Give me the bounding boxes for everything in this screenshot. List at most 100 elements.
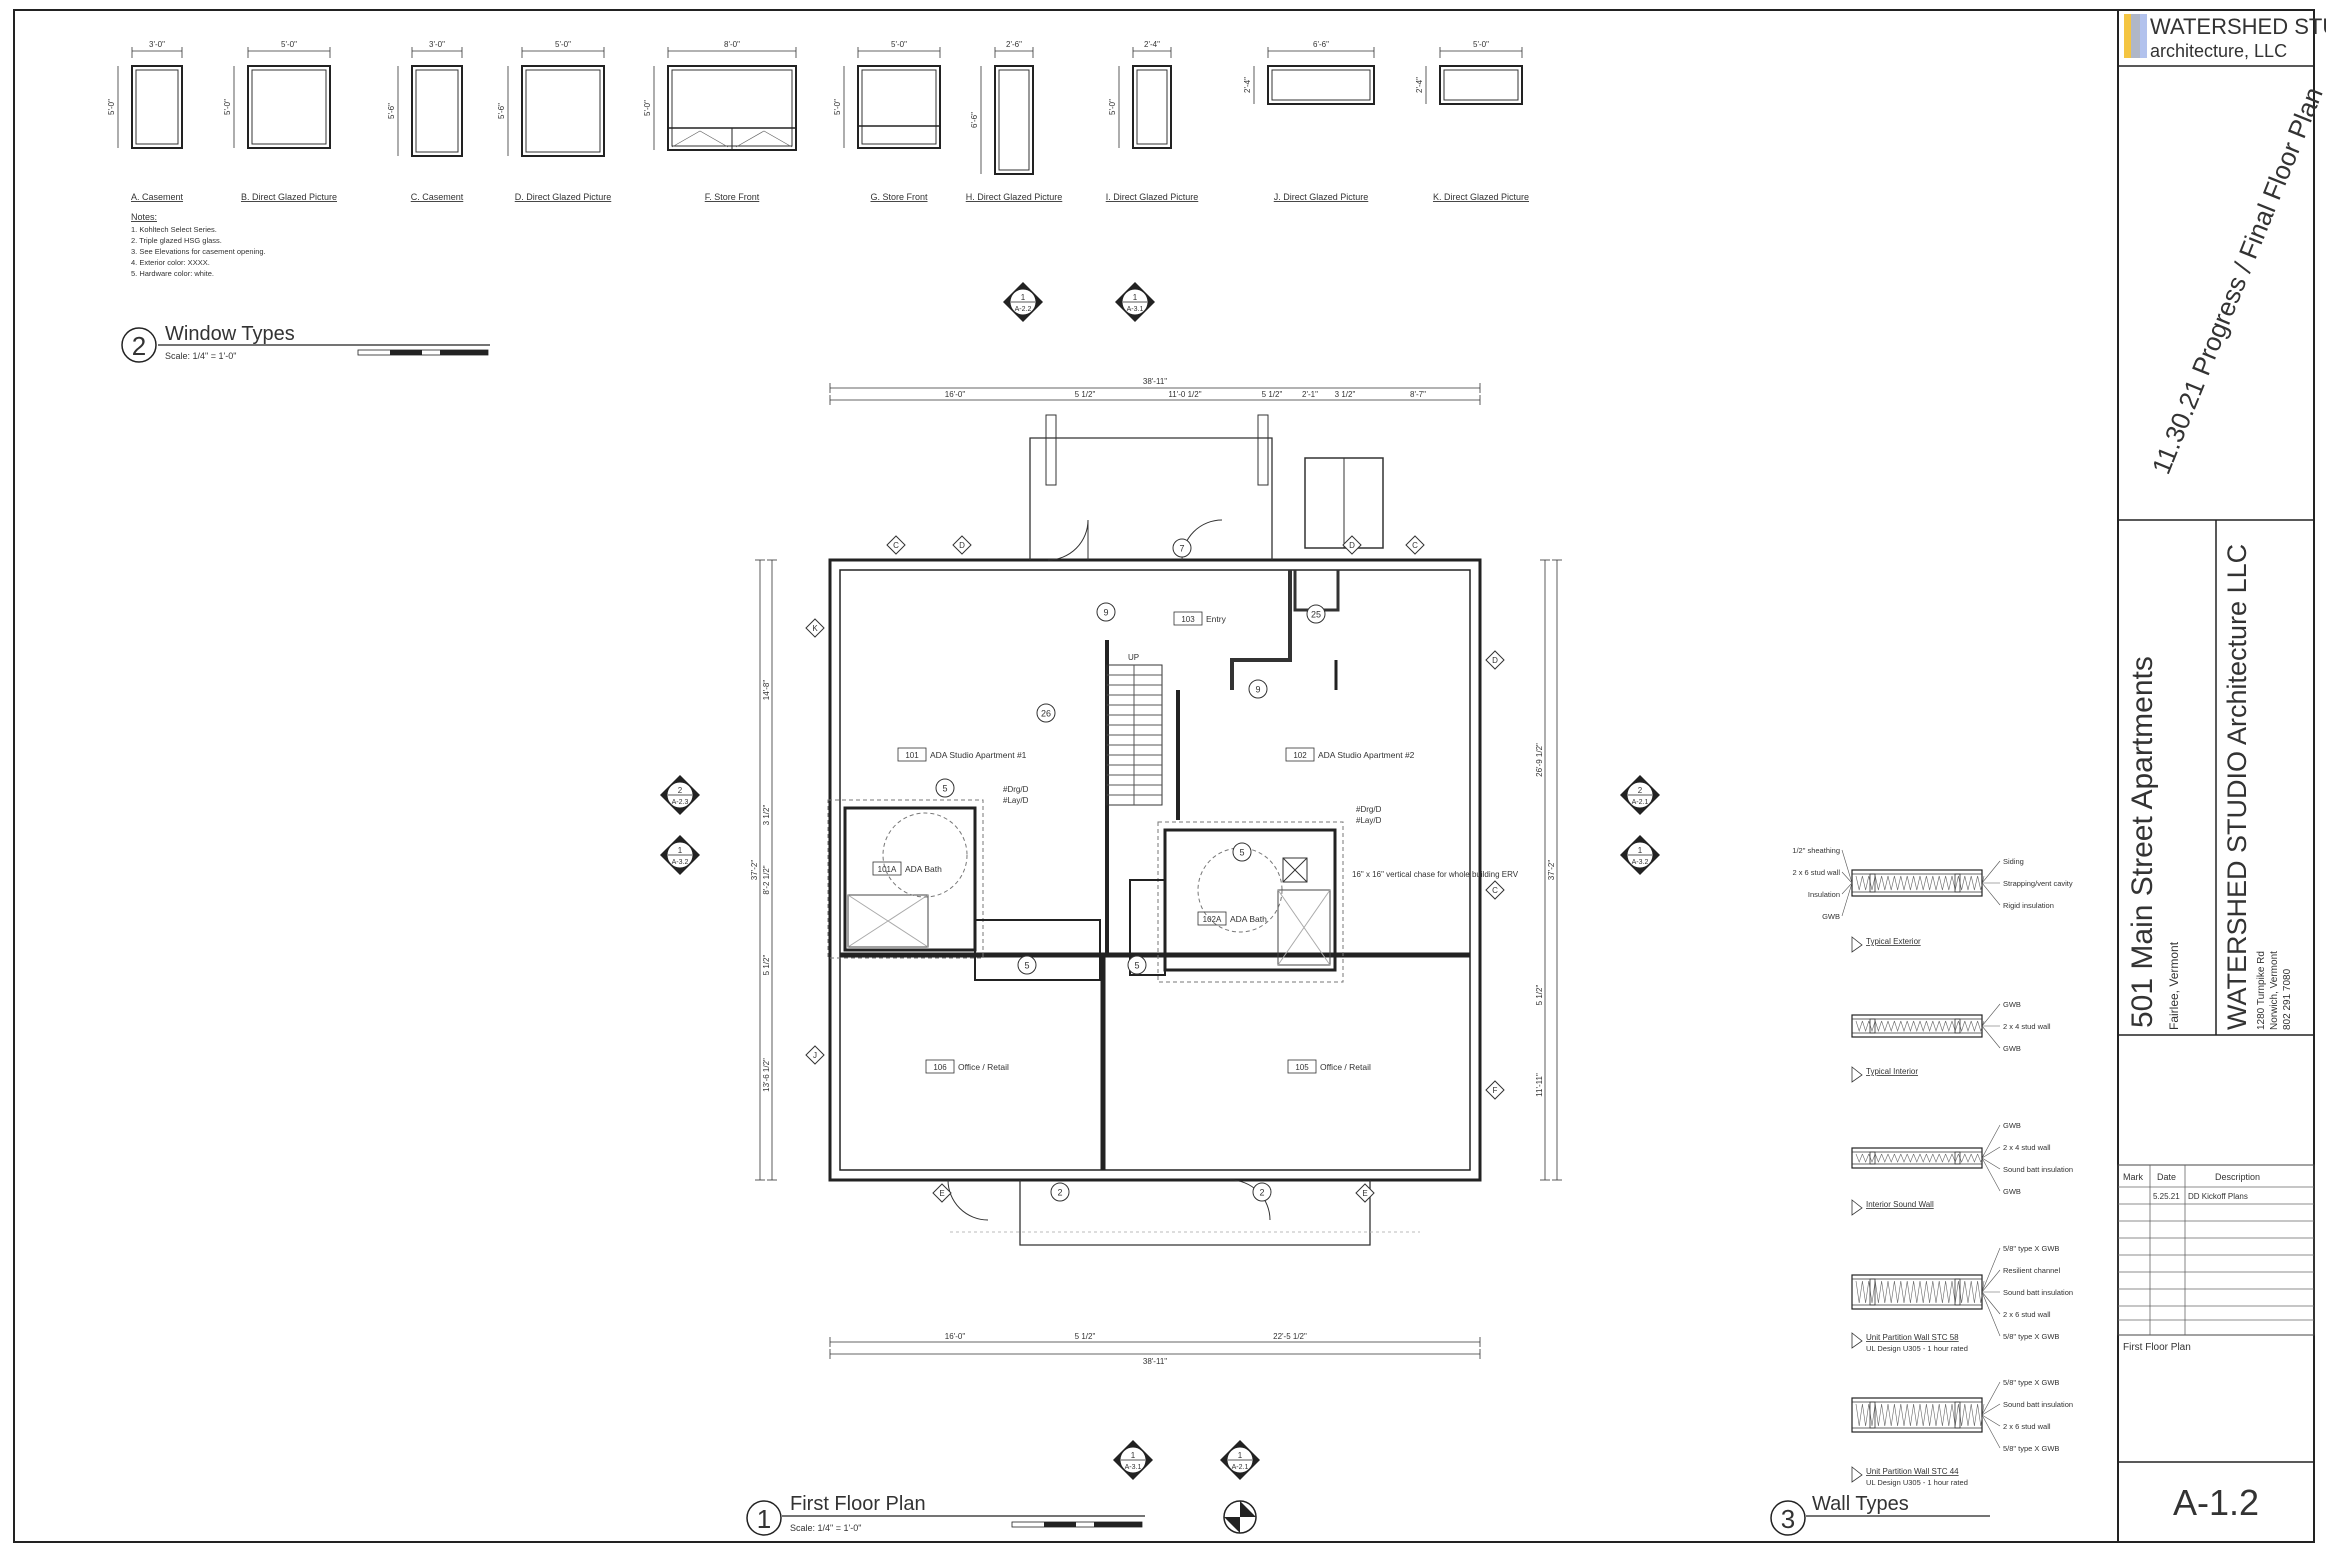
drawing-title-first-floor: 1 First Floor Plan Scale: 1/4" = 1'-0" (746, 1493, 1145, 1536)
door-tag-number: 2 (1057, 1188, 1062, 1198)
window-width-dim: 2'-4" (1144, 40, 1160, 49)
window-type-label: J. Direct Glazed Picture (1274, 192, 1369, 202)
window-tag-letter: C (893, 541, 899, 550)
section-sheet-ref: A-3.1 (1125, 1464, 1142, 1471)
rev-header-date: Date (2157, 1172, 2176, 1182)
sheet-border (13, 9, 2315, 1543)
room-number: 102A (1203, 915, 1222, 924)
project-name: 501 Main Street Apartments (2126, 656, 2159, 1028)
wall-type-name: Typical Exterior (1866, 937, 1921, 946)
section-sheet-ref: A-2.1 (1632, 799, 1649, 806)
window-notes: Notes: 1. Kohltech Select Series. 2. Tri… (131, 212, 266, 278)
window-tag-icon (1485, 1080, 1505, 1100)
rev-description: DD Kickoff Plans (2188, 1192, 2248, 1201)
wall-type-name: Unit Partition Wall STC 58 (1866, 1333, 1959, 1342)
dimension-text: 26'-9 1/2" (1535, 743, 1544, 777)
wall-tag-icon (1851, 936, 1863, 953)
room-name: ADA Bath (1230, 914, 1267, 924)
section-marker-icon: 1A-3.1 (1113, 1440, 1153, 1480)
drawing-number: 1 (757, 1504, 771, 1534)
section-number: 2 (678, 786, 683, 795)
window-height-dim: 5'-6" (497, 103, 506, 119)
rev-header-mark: Mark (2123, 1172, 2143, 1182)
door-tag-number: 2 (1259, 1188, 1264, 1198)
door-tag-number: 7 (1179, 544, 1184, 554)
wall-type-name: Interior Sound Wall (1866, 1200, 1934, 1209)
wall-layer-label: Siding (2003, 857, 2024, 866)
door-tag-icon (1248, 679, 1268, 699)
dimension-text: 5 1/2" (1075, 390, 1096, 399)
dimension-text: 8'-2 1/2" (762, 865, 771, 894)
window-tag-letter: D (959, 541, 965, 550)
window-tag-icon (1485, 880, 1505, 900)
window-tag-icon (932, 1183, 952, 1203)
window-tag-icon (1485, 650, 1505, 670)
firm-address-line: 802 291 7080 (2282, 968, 2293, 1030)
window-type-label: I. Direct Glazed Picture (1106, 192, 1199, 202)
wall-layer-label: GWB (2003, 1044, 2021, 1053)
window-height-dim: 6'-6" (970, 112, 979, 128)
wall-layer-label: GWB (2003, 1121, 2021, 1130)
window-height-dim: 2'-4" (1415, 77, 1424, 93)
window-width-dim: 3'-0" (149, 40, 165, 49)
window-width-dim: 5'-0" (281, 40, 297, 49)
note-line: 1. Kohltech Select Series. (131, 225, 217, 234)
window-tag-letter: E (939, 1189, 944, 1198)
drawing-number: 3 (1781, 1504, 1795, 1534)
room-name: ADA Studio Apartment #1 (930, 750, 1027, 760)
window-tag-letter: E (1362, 1189, 1367, 1198)
dimension-text: 5 1/2" (1535, 985, 1544, 1006)
wall-layer-label: Sound batt insulation (2003, 1165, 2073, 1174)
dimension-text: 5 1/2" (1262, 390, 1283, 399)
stair: UP (1106, 653, 1163, 806)
door-tag-icon (1017, 955, 1037, 975)
note-line: 3. See Elevations for casement opening. (131, 247, 266, 256)
wall-layer-label: 5/8" type X GWB (2003, 1244, 2059, 1253)
window-tag-letter: F (1493, 1086, 1498, 1095)
project-location: Fairlee, Vermont (2167, 941, 2181, 1030)
firm-subtitle: architecture, LLC (2150, 41, 2287, 61)
door-tag-number: 5 (1134, 961, 1139, 971)
wall-type-rating: UL Design U305 - 1 hour rated (1866, 1344, 1968, 1353)
equipment-tag: #Lay/D (1356, 816, 1382, 825)
firm-address-line: 1280 Turnpike Rd (2256, 951, 2267, 1030)
equipment-tag: #Lay/D (1003, 796, 1029, 805)
window-type-label: A. Casement (131, 192, 184, 202)
wall-type-name: Typical Interior (1866, 1067, 1918, 1076)
window-type-label: D. Direct Glazed Picture (515, 192, 612, 202)
room-number: 105 (1295, 1063, 1309, 1072)
revisions-table: Mark Date Description 5.25.21 DD Kickoff… (2117, 1164, 2315, 1336)
dimension-text: 16'-0" (945, 390, 966, 399)
dimension-text: 38'-11" (1143, 377, 1167, 386)
window-tag-icon (1355, 1183, 1375, 1203)
wall-layer-label: GWB (2003, 1187, 2021, 1196)
dimension-text: 5 1/2" (762, 955, 771, 976)
window-width-dim: 5'-0" (891, 40, 907, 49)
window-tag-icon (1342, 535, 1362, 555)
window-type-elevation: 6'-6"2'-4"J. Direct Glazed Picture (1243, 40, 1375, 202)
north-arrow-icon (1223, 1500, 1257, 1534)
door-tag-icon (1127, 955, 1147, 975)
wall-layer-label: GWB (1822, 912, 1840, 921)
first-floor-plan: UP 16" x 16" vertical chase for whole bu… (660, 282, 1660, 1534)
room-number: 102 (1293, 751, 1307, 760)
dimension-strings: 38'-11"16'-0"5 1/2"11'-0 1/2"5 1/2"2'-1"… (750, 377, 1562, 1366)
window-width-dim: 5'-0" (1473, 40, 1489, 49)
dimension-text: 2'-1" (1302, 390, 1318, 399)
window-tag-letter: D (1492, 656, 1498, 665)
window-height-dim: 2'-4" (1243, 77, 1252, 93)
chase-note: 16" x 16" vertical chase for whole build… (1352, 870, 1519, 879)
drawing-title: Wall Types (1812, 1493, 1909, 1515)
sheet-number: A-1.2 (2173, 1482, 2259, 1523)
wall-type-name: Unit Partition Wall STC 44 (1866, 1467, 1959, 1476)
door-tag-number: 26 (1041, 709, 1051, 719)
